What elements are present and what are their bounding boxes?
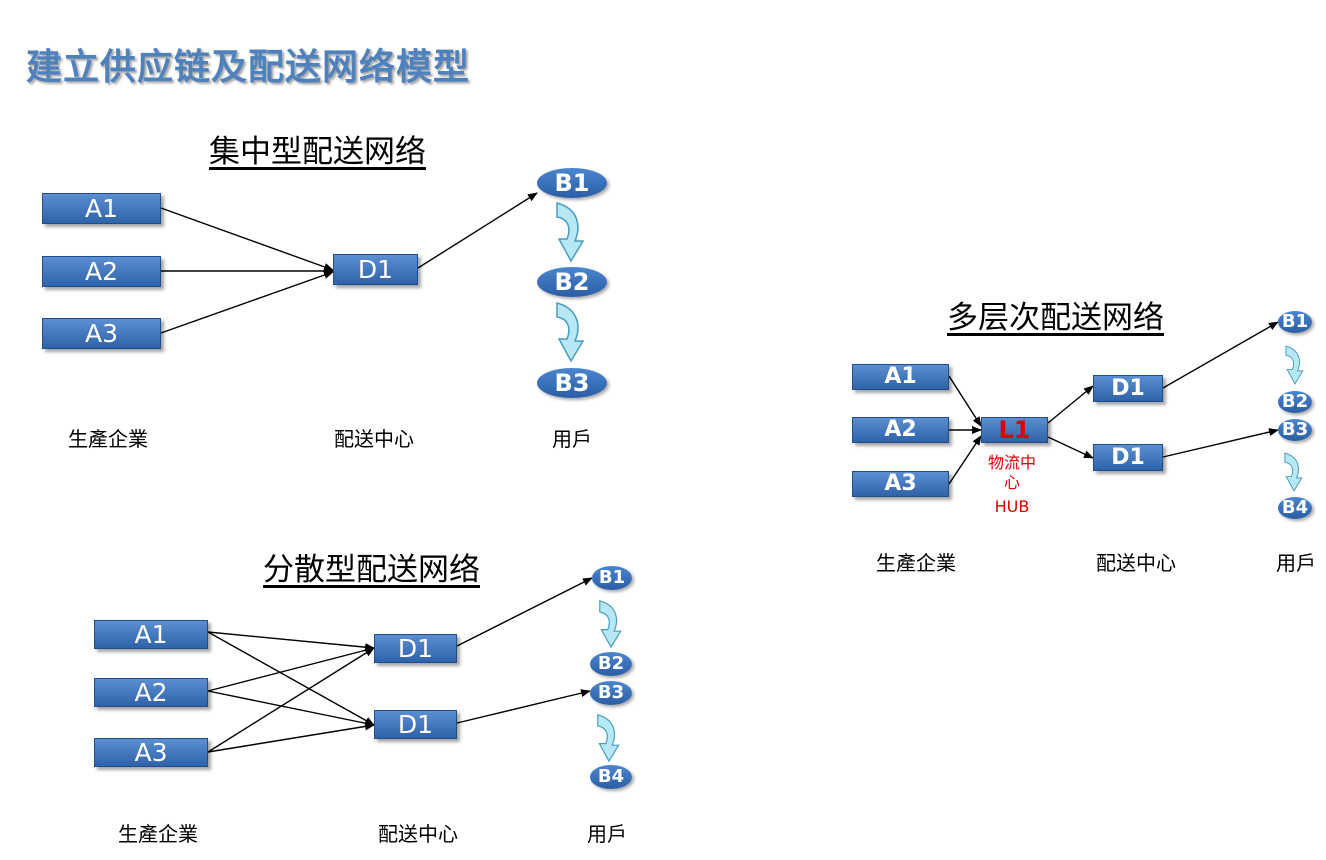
multilevel-label-centers: 配送中心 <box>1096 551 1176 575</box>
decentralized-supplier-a2: A2 <box>94 678 208 707</box>
multilevel-supplier-a1: A1 <box>852 364 949 390</box>
decentralized-label-suppliers: 生產企業 <box>118 822 198 846</box>
link-m-a3-l1 <box>948 435 982 485</box>
multilevel-customer-b2: B2 <box>1278 391 1312 413</box>
decentralized-customer-b3: B3 <box>590 681 632 705</box>
curved-down-arrow-icon <box>597 714 620 763</box>
link-d-a3-d1a <box>207 647 375 753</box>
link-d-d1a-b1 <box>456 577 593 647</box>
centralized-center-d1: D1 <box>333 254 418 285</box>
centralized-supplier-a3: A3 <box>42 318 161 349</box>
decentralized-supplier-a3: A3 <box>94 738 208 767</box>
link-c-a3-d1 <box>160 271 334 334</box>
centralized-label-centers: 配送中心 <box>334 427 414 451</box>
hub-note-line1: 物流中 <box>987 453 1036 472</box>
link-m-d1a-b1 <box>1162 321 1279 389</box>
hub-note-line3: HUB <box>994 497 1030 516</box>
centralized-supplier-a2: A2 <box>42 256 161 287</box>
multilevel-label-suppliers: 生產企業 <box>876 551 956 575</box>
link-d-a2-d1b <box>207 690 375 728</box>
link-c-a1-d1 <box>160 207 334 271</box>
decentralized-label-centers: 配送中心 <box>378 822 458 846</box>
centralized-label-suppliers: 生產企業 <box>68 427 148 451</box>
link-m-d1b-b3 <box>1162 428 1279 458</box>
link-m-l1-d1a <box>1047 385 1094 424</box>
multilevel-customer-b4: B4 <box>1278 497 1312 519</box>
multilevel-label-customers: 用戶 <box>1276 551 1316 575</box>
decentralized-customer-b1: B1 <box>592 566 632 590</box>
decentralized-center-d1-upper: D1 <box>374 634 457 663</box>
multilevel-customer-b3: B3 <box>1278 419 1312 441</box>
centralized-customer-b1: B1 <box>537 168 607 198</box>
centralized-label-customers: 用戶 <box>552 427 592 451</box>
decentralized-customer-b2: B2 <box>590 652 632 676</box>
centralized-title: 集中型配送网络 <box>209 134 426 170</box>
multilevel-center-d1-upper: D1 <box>1093 375 1163 402</box>
link-d-a1-d1a <box>207 631 375 652</box>
curved-down-arrow-icon <box>1285 345 1304 385</box>
page-title: 建立供应链及配送网络模型 <box>26 47 471 88</box>
decentralized-customer-b4: B4 <box>590 765 632 789</box>
link-m-a1-l1 <box>948 375 982 427</box>
centralized-customer-b3: B3 <box>537 368 607 398</box>
link-d-a3-d1b <box>207 722 375 753</box>
multilevel-customer-b1: B1 <box>1278 311 1312 333</box>
link-d-a1-d1b <box>207 631 375 726</box>
link-d-d1b-b3 <box>456 689 591 724</box>
multilevel-title: 多层次配送网络 <box>947 300 1164 336</box>
curved-down-arrow-icon <box>599 600 622 649</box>
curved-down-arrow-icon <box>556 202 585 263</box>
decentralized-supplier-a1: A1 <box>94 620 208 649</box>
centralized-supplier-a1: A1 <box>42 193 161 224</box>
curved-down-arrow-icon <box>1284 452 1303 492</box>
curved-down-arrow-icon <box>556 302 585 363</box>
decentralized-title: 分散型配送网络 <box>263 552 480 588</box>
multilevel-hub-note: 物流中 心 HUB <box>972 453 1052 517</box>
decentralized-label-customers: 用戶 <box>587 822 627 846</box>
multilevel-center-d1-lower: D1 <box>1093 444 1163 471</box>
link-m-l1-d1b <box>1047 436 1094 459</box>
link-c-d1-b1 <box>417 192 538 269</box>
multilevel-hub-l1: L1 <box>981 417 1048 443</box>
multilevel-supplier-a3: A3 <box>852 471 949 497</box>
centralized-customer-b2: B2 <box>537 267 607 297</box>
link-d-a2-d1a <box>207 646 375 692</box>
decentralized-center-d1-lower: D1 <box>374 710 457 739</box>
multilevel-supplier-a2: A2 <box>852 417 949 443</box>
hub-note-line2: 心 <box>1003 473 1020 492</box>
